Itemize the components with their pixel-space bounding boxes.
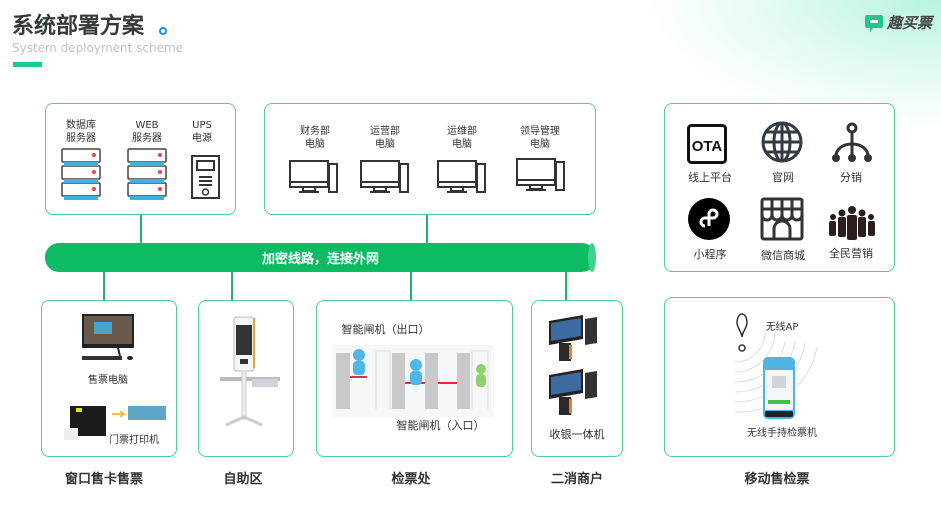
page-title: 系统部署方案 — [12, 14, 145, 39]
channel-label-website: 官网 — [772, 171, 794, 184]
server-icon — [127, 148, 167, 200]
label-line: 财务部 — [300, 126, 330, 137]
ticket-pc-image — [82, 314, 134, 360]
title-dot — [159, 27, 167, 35]
globe-icon — [761, 121, 803, 163]
ticket-check-caption: 检票处 — [391, 472, 431, 487]
label-line: 服务器 — [66, 133, 96, 144]
network-label: 加密线路，连接外网 — [261, 252, 379, 267]
brand-logo: 趣买票 — [864, 12, 932, 33]
connector-line — [140, 215, 142, 243]
finance-pc-label: 财务部电脑 — [290, 125, 340, 151]
turnstile-gates-image — [332, 345, 494, 417]
label-line: 电脑 — [452, 139, 472, 150]
ups-icon — [191, 155, 220, 199]
channel-label-marketing: 全民营销 — [829, 247, 873, 260]
logo-text: 趣买票 — [887, 14, 933, 32]
ticket-printer-label: 门票打印机 — [109, 435, 159, 446]
label-line: 电源 — [192, 133, 212, 144]
channel-label-ota: 线上平台 — [688, 171, 732, 184]
label-line: UPS — [192, 120, 212, 131]
label-line: 电脑 — [530, 139, 550, 150]
channel-label-mini-program: 小程序 — [693, 248, 727, 261]
distribution-icon — [832, 122, 872, 162]
maintenance-pc-label: 运维部电脑 — [437, 125, 487, 151]
ups-label: UPS 电源 — [182, 119, 222, 145]
desktop-pc-icon — [516, 158, 565, 191]
desktop-pc-icon — [437, 160, 486, 193]
pos-terminal-label: 收银一体机 — [549, 428, 605, 441]
handheld-scanner-image — [763, 357, 795, 419]
connector-line — [426, 215, 428, 243]
channel-label-distribution: 分销 — [840, 171, 862, 184]
ticket-pc-label: 售票电脑 — [88, 375, 128, 386]
server-icon — [61, 148, 101, 200]
connector-line — [565, 272, 567, 300]
pos-terminal-image — [549, 315, 597, 415]
logo-icon — [865, 14, 883, 32]
merchant-caption: 二消商户 — [550, 472, 603, 487]
label-line: 服务器 — [132, 133, 162, 144]
encrypted-network-pipe: 加密线路，连接外网 — [45, 243, 596, 272]
crowd-icon — [829, 206, 875, 240]
label-line: 运营部 — [370, 126, 400, 137]
shop-icon — [760, 197, 804, 241]
exit-gate-label: 智能闸机（出口） — [341, 323, 430, 336]
wireless-ap-label: 无线AP — [765, 322, 799, 333]
label-line: 领导管理 — [520, 126, 560, 137]
self-service-caption: 自助区 — [223, 472, 263, 487]
label-line: 电脑 — [375, 139, 395, 150]
db-server-label: 数据库服务器 — [57, 119, 105, 145]
channel-label-wechat-shop: 微信商城 — [761, 249, 805, 262]
operations-pc-label: 运营部电脑 — [360, 125, 410, 151]
handheld-scanner-label: 无线手持检票机 — [747, 428, 817, 439]
mini-program-icon — [688, 198, 730, 240]
label-line: 运维部 — [447, 126, 477, 137]
mobile-ticketing-caption: 移动售检票 — [744, 472, 810, 487]
ota-icon: OTA — [687, 124, 727, 164]
connector-line — [103, 272, 105, 300]
self-service-kiosk-image — [220, 316, 280, 427]
label-line: 电脑 — [305, 139, 325, 150]
page-subtitle: System deployment scheme — [12, 41, 184, 55]
connector-line — [231, 272, 233, 300]
desktop-pc-icon — [360, 160, 409, 193]
ota-icon-text: OTA — [692, 138, 723, 155]
management-pc-label: 领导管理电脑 — [512, 125, 568, 151]
web-server-label: WEB 服务器 — [123, 119, 171, 145]
label-line: WEB — [135, 120, 159, 131]
entry-gate-label: 智能闸机（入口） — [396, 419, 485, 432]
label-line: 数据库 — [66, 120, 96, 131]
connector-line — [410, 272, 412, 300]
title-underline — [13, 62, 42, 67]
desktop-pc-icon — [289, 160, 338, 193]
ticket-printer-image — [64, 406, 166, 440]
window-sales-caption: 窗口售卡售票 — [64, 472, 143, 487]
